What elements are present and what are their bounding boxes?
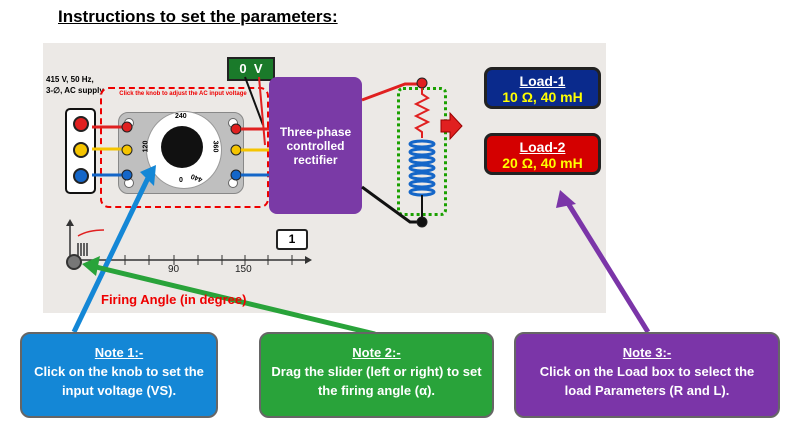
variac-terminal-y <box>121 144 133 156</box>
note-2-title: Note 2:- <box>352 345 401 360</box>
note-3-arrowhead-icon <box>556 190 576 208</box>
load-1-value: 10 Ω, 40 mH <box>502 89 583 105</box>
note-2-arrowhead-icon <box>82 256 100 276</box>
pulse-marks <box>77 243 88 256</box>
voltage-knob[interactable] <box>161 126 203 168</box>
note-2-pointer <box>91 263 376 337</box>
waveform-trace <box>77 229 105 237</box>
voltmeter-unit: V <box>253 61 263 76</box>
note-1-text: Click on the knob to set the input volta… <box>34 364 204 398</box>
voltmeter-lead-red <box>258 76 266 146</box>
variac-out-r <box>230 123 242 135</box>
tick-label-150: 150 <box>235 264 252 275</box>
note-1-box: Note 1:- Click on the knob to set the in… <box>20 332 218 418</box>
note-1-arrowhead-icon <box>140 165 156 186</box>
voltmeter-value: 0 <box>239 61 247 76</box>
firing-angle-slider[interactable] <box>66 254 82 270</box>
note-1-pointer <box>71 176 151 334</box>
supply-terminal-b <box>73 168 89 184</box>
supply-label: 415 V, 50 Hz, 3-∅, AC supply <box>46 74 104 96</box>
wire-dc-positive <box>361 82 422 102</box>
inductor-icon <box>408 139 436 217</box>
load-2-title: Load-2 <box>519 139 566 155</box>
supply-terminal-r <box>73 116 89 132</box>
note-3-box: Note 3:- Click on the Load box to select… <box>514 332 780 418</box>
dial-label-0: 0 <box>179 177 183 184</box>
arrow-right-icon <box>440 111 463 141</box>
voltmeter-lead-black <box>244 76 264 126</box>
supply-label-line2: 3-∅, AC supply <box>46 86 104 95</box>
variac-terminal-r <box>121 121 133 133</box>
rectifier-label: Three-phase controlled rectifier <box>279 124 352 167</box>
load-2-value: 20 Ω, 40 mH <box>502 155 583 171</box>
page-title: Instructions to set the parameters: <box>58 7 338 26</box>
note-3-text: Click on the Load box to select the load… <box>539 364 755 398</box>
firing-angle-label: Firing Angle (in degree) <box>101 292 247 307</box>
wire-dc-negative <box>361 185 422 224</box>
load-1-button[interactable]: Load-1 10 Ω, 40 mH <box>484 67 601 109</box>
variac-out-y <box>230 144 242 156</box>
axis-arrow-icon <box>66 219 74 226</box>
voltmeter-display: 0 V <box>227 57 275 81</box>
supply-terminal-y <box>73 142 89 158</box>
note-3-title: Note 3:- <box>622 345 672 360</box>
note-1-title: Note 1:- <box>94 345 144 360</box>
variac-out-b <box>230 169 242 181</box>
axis-ticks <box>124 255 293 265</box>
load-1-title: Load-1 <box>519 73 566 89</box>
knob-hint: Click the knob to adjust the AC input vo… <box>119 91 247 97</box>
tick-label-90: 90 <box>168 264 180 275</box>
dial-label-240: 240 <box>175 113 187 120</box>
rectifier-block: Three-phase controlled rectifier <box>269 77 362 214</box>
load-terminal-negative <box>416 216 428 228</box>
note-2-box: Note 2:- Drag the slider (left or right)… <box>259 332 494 418</box>
note-3-pointer <box>563 198 651 334</box>
variac-terminal-b <box>121 169 133 181</box>
supply-label-line1: 415 V, 50 Hz, <box>46 75 94 84</box>
load-2-button[interactable]: Load-2 20 Ω, 40 mH <box>484 133 601 175</box>
axis-arrow-icon <box>305 256 312 264</box>
resistor-icon <box>413 88 431 138</box>
firing-angle-value: 1 <box>276 229 308 250</box>
supply-terminal-box <box>65 108 96 194</box>
load-terminal-positive <box>416 77 428 89</box>
note-2-text: Drag the slider (left or right) to set t… <box>271 364 482 398</box>
